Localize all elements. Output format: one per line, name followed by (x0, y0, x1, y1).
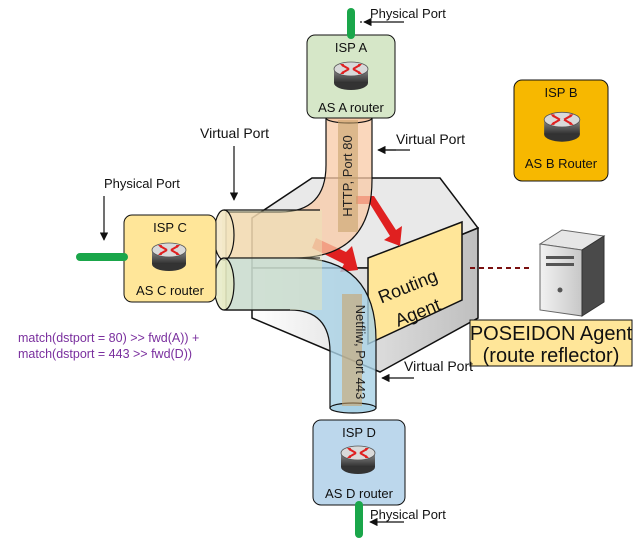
poseidon-agent-title: POSEIDON Agent (470, 323, 633, 345)
isp-a-router-icon (333, 61, 369, 91)
isp-d-router-icon (340, 445, 376, 475)
virtual-port-right-bottom-label: Virtual Port (404, 358, 473, 374)
server-icon (538, 229, 606, 317)
isp-a-box: ISP A AS A router (306, 34, 396, 119)
physical-port-left-label: Physical Port (104, 176, 180, 191)
isp-c-title: ISP C (153, 220, 187, 235)
isp-d-router-label: AS D router (325, 486, 394, 501)
isp-c-router-label: AS C router (136, 283, 205, 298)
isp-a-router-label: AS A router (318, 100, 384, 115)
flow-arrow-a (356, 196, 402, 246)
policy-rules: match(dstport = 80) >> fwd(A)) + match(d… (18, 331, 199, 361)
isp-d-title: ISP D (342, 425, 376, 440)
virtual-port-left: Virtual Port (200, 125, 269, 201)
isp-b-router-icon (543, 111, 581, 143)
physical-port-top: Physical Port (360, 6, 446, 27)
virtual-port-right-top-label: Virtual Port (396, 131, 465, 147)
isp-a-title: ISP A (335, 40, 368, 55)
isp-c-router-icon (151, 242, 187, 272)
poseidon-agent-box: POSEIDON Agent (route reflector) (469, 319, 633, 367)
virtual-port-openings-left (213, 209, 322, 311)
poseidon-agent-subtitle: (route reflector) (483, 345, 620, 367)
physical-port-bottom: Physical Port (369, 507, 446, 527)
physical-port-bottom-label: Physical Port (370, 507, 446, 522)
isp-c-box: ISP C AS C router (123, 214, 217, 303)
policy-line-1: match(dstport = 80) >> fwd(A)) + (18, 331, 199, 345)
virtual-port-right-top: Virtual Port (377, 131, 465, 155)
netflow-pipe: Netfliw, Port 443 (225, 257, 377, 414)
virtual-port-right-bottom: Virtual Port (381, 358, 473, 383)
policy-line-2: match(dstport = 443 >> fwd(D)) (18, 347, 192, 361)
virtual-port-left-label: Virtual Port (200, 125, 269, 141)
isp-b-title: ISP B (544, 85, 577, 100)
http-pipe-label: HTTP, Port 80 (340, 135, 355, 216)
isp-b-router-label: AS B Router (525, 156, 598, 171)
isp-b-box: ISP B AS B Router (513, 79, 609, 182)
isp-d-box: ISP D AS D router (312, 419, 406, 506)
netflow-pipe-label: Netfliw, Port 443 (353, 305, 368, 400)
physical-port-top-label: Physical Port (370, 6, 446, 21)
physical-port-left: Physical Port (99, 176, 180, 241)
